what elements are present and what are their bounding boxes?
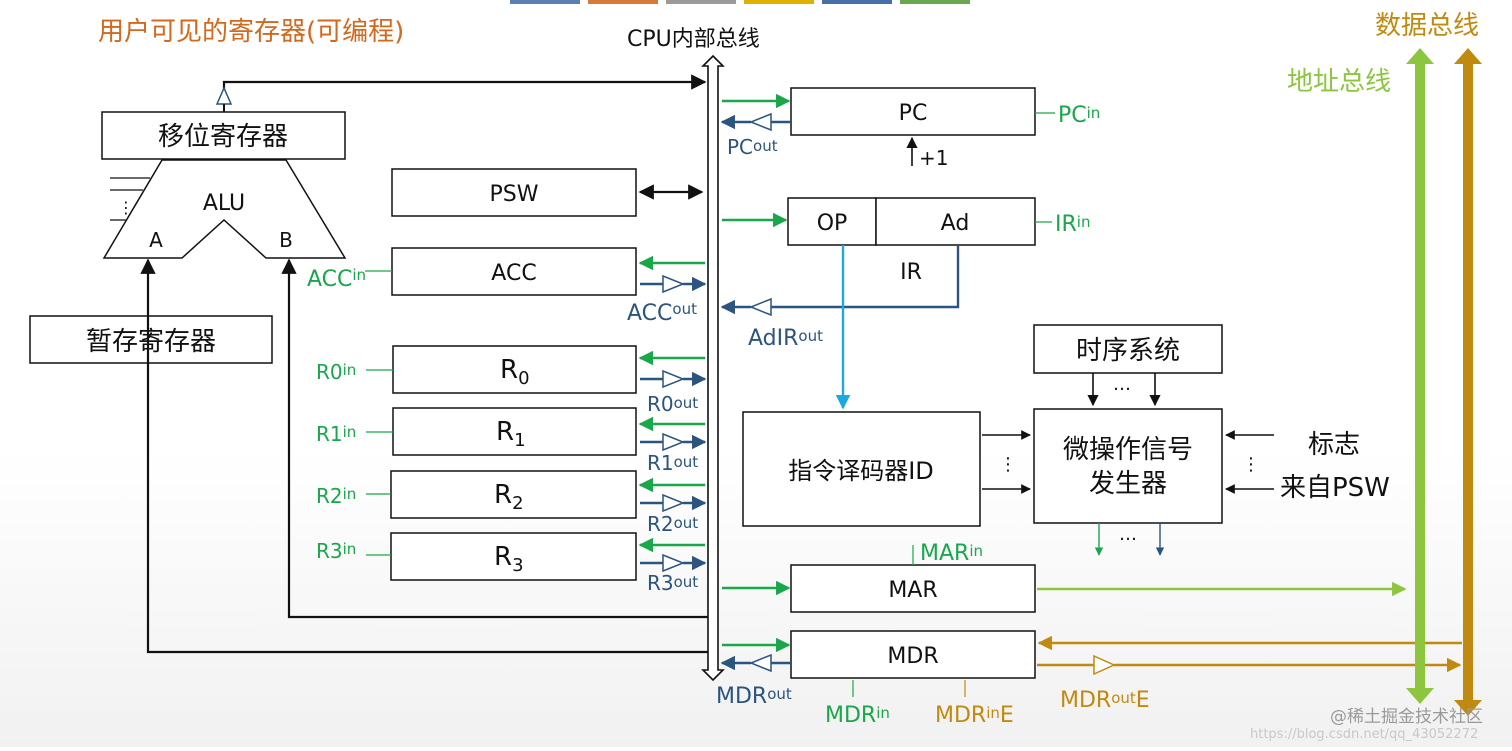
r1-out-buffer bbox=[662, 432, 686, 452]
r0-in-signal: R0in bbox=[316, 360, 356, 384]
r3-label: R3 bbox=[494, 542, 524, 576]
flag-dots: ⋮ bbox=[1242, 454, 1260, 475]
instruction-decoder: 指令译码器ID bbox=[742, 411, 981, 527]
r2-in-signal: R2in bbox=[316, 484, 356, 508]
register-r0: R0 bbox=[392, 345, 637, 394]
alu-control-lines: ⋮ bbox=[110, 177, 150, 221]
mdr-out-e-signal: MDRoutE bbox=[1060, 688, 1150, 713]
address-bus bbox=[1406, 48, 1434, 704]
micro-op-out-dots: … bbox=[1119, 524, 1137, 545]
pc-register: PC bbox=[790, 87, 1036, 136]
r1-label: R1 bbox=[496, 417, 526, 451]
from-psw-label: 来自PSW bbox=[1280, 473, 1390, 503]
watermark: @稀土掘金技术社区 bbox=[1330, 707, 1483, 727]
mar-label: MAR bbox=[888, 578, 937, 603]
register-r2: R2 bbox=[390, 470, 637, 519]
alu-input-b: B bbox=[279, 228, 293, 252]
shift-register: 移位寄存器 bbox=[101, 111, 346, 160]
diagram-title: 用户可见的寄存器(可编程) bbox=[98, 17, 404, 47]
psw-label: PSW bbox=[490, 182, 539, 207]
adir-out-signal: AdIRout bbox=[748, 326, 823, 351]
micro-op-line2: 发生器 bbox=[1089, 469, 1167, 499]
pc-out-signal: PCout bbox=[727, 135, 778, 159]
ir-op-label: OP bbox=[817, 211, 848, 236]
address-bus-label: 地址总线 bbox=[1287, 67, 1391, 97]
mdr-label: MDR bbox=[887, 644, 938, 669]
shifter-to-bus-line bbox=[222, 74, 707, 104]
mdr-out-signal: MDRout bbox=[716, 684, 792, 709]
internal-bus bbox=[701, 54, 725, 682]
acc-out-signal: ACCout bbox=[627, 300, 697, 326]
temp-register: 暂存寄存器 bbox=[29, 315, 273, 364]
flag-label: 标志 bbox=[1308, 430, 1360, 460]
alu-label: ALU bbox=[203, 191, 245, 216]
data-bus bbox=[1454, 48, 1482, 716]
timing-dots: … bbox=[1113, 374, 1131, 395]
timing-label: 时序系统 bbox=[1076, 336, 1180, 366]
r1-in-signal: R1in bbox=[316, 422, 356, 446]
r2-label: R2 bbox=[494, 480, 524, 514]
micro-op-generator: 微操作信号 发生器 bbox=[1033, 408, 1223, 524]
r0-label: R0 bbox=[500, 355, 530, 389]
decoder-label: 指令译码器ID bbox=[788, 457, 934, 485]
micro-op-line1: 微操作信号 bbox=[1063, 435, 1193, 465]
acc-register: ACC bbox=[391, 247, 637, 296]
register-r1: R1 bbox=[392, 407, 637, 456]
r0-out-signal: R0out bbox=[647, 392, 698, 416]
ir-in-signal: IRin bbox=[1055, 212, 1090, 237]
mar-register: MAR bbox=[790, 564, 1036, 613]
decoder-to-micro-dots: ⋮ bbox=[999, 454, 1017, 475]
pc-in-signal: PCin bbox=[1058, 103, 1100, 128]
data-bus-label: 数据总线 bbox=[1375, 11, 1479, 41]
adir-out-buffer bbox=[748, 297, 772, 317]
shift-register-label: 移位寄存器 bbox=[158, 122, 288, 152]
top-tabs-decoration bbox=[510, 0, 970, 4]
r2-out-signal: R2out bbox=[647, 512, 698, 536]
acc-label: ACC bbox=[491, 261, 536, 286]
temp-register-label: 暂存寄存器 bbox=[86, 327, 216, 357]
internal-bus-label: CPU内部总线 bbox=[627, 27, 760, 52]
r2-out-buffer bbox=[662, 493, 686, 513]
acc-out-buffer bbox=[662, 274, 686, 294]
ir-ad-label: Ad bbox=[941, 211, 970, 236]
r3-out-signal: R3out bbox=[647, 571, 698, 595]
watermark-url: https://blog.csdn.net/qq_43052272 bbox=[1250, 727, 1478, 742]
ir-register: OP Ad IR bbox=[787, 197, 1036, 285]
alu-control-dots: ⋮ bbox=[118, 198, 134, 217]
pc-out-buffer bbox=[748, 112, 772, 132]
pc-increment: +1 bbox=[919, 146, 948, 170]
alu-input-a: A bbox=[149, 228, 163, 252]
r3-in-signal: R3in bbox=[316, 539, 356, 563]
alu: ALU A B bbox=[102, 159, 347, 259]
timing-system: 时序系统 bbox=[1033, 324, 1223, 374]
mar-in-signal: MARin bbox=[920, 541, 983, 566]
bus-to-alu-b-line bbox=[281, 258, 708, 619]
r0-out-buffer bbox=[662, 369, 686, 389]
register-r3: R3 bbox=[390, 532, 637, 581]
acc-in-signal: ACCin bbox=[307, 266, 366, 292]
bus-to-alu-a-line bbox=[140, 258, 708, 654]
mdr-out-buffer bbox=[748, 653, 772, 673]
mdr-register: MDR bbox=[790, 630, 1036, 679]
psw-register: PSW bbox=[391, 168, 637, 217]
ir-label: IR bbox=[900, 260, 922, 285]
mdr-in-e-signal: MDRinE bbox=[935, 703, 1014, 728]
r1-out-signal: R1out bbox=[647, 451, 698, 475]
shifter-buffer bbox=[215, 86, 233, 105]
mdr-out-e-buffer bbox=[1093, 654, 1116, 676]
mdr-in-signal: MDRin bbox=[825, 703, 890, 728]
pc-label: PC bbox=[899, 101, 928, 126]
r3-out-buffer bbox=[662, 553, 686, 573]
